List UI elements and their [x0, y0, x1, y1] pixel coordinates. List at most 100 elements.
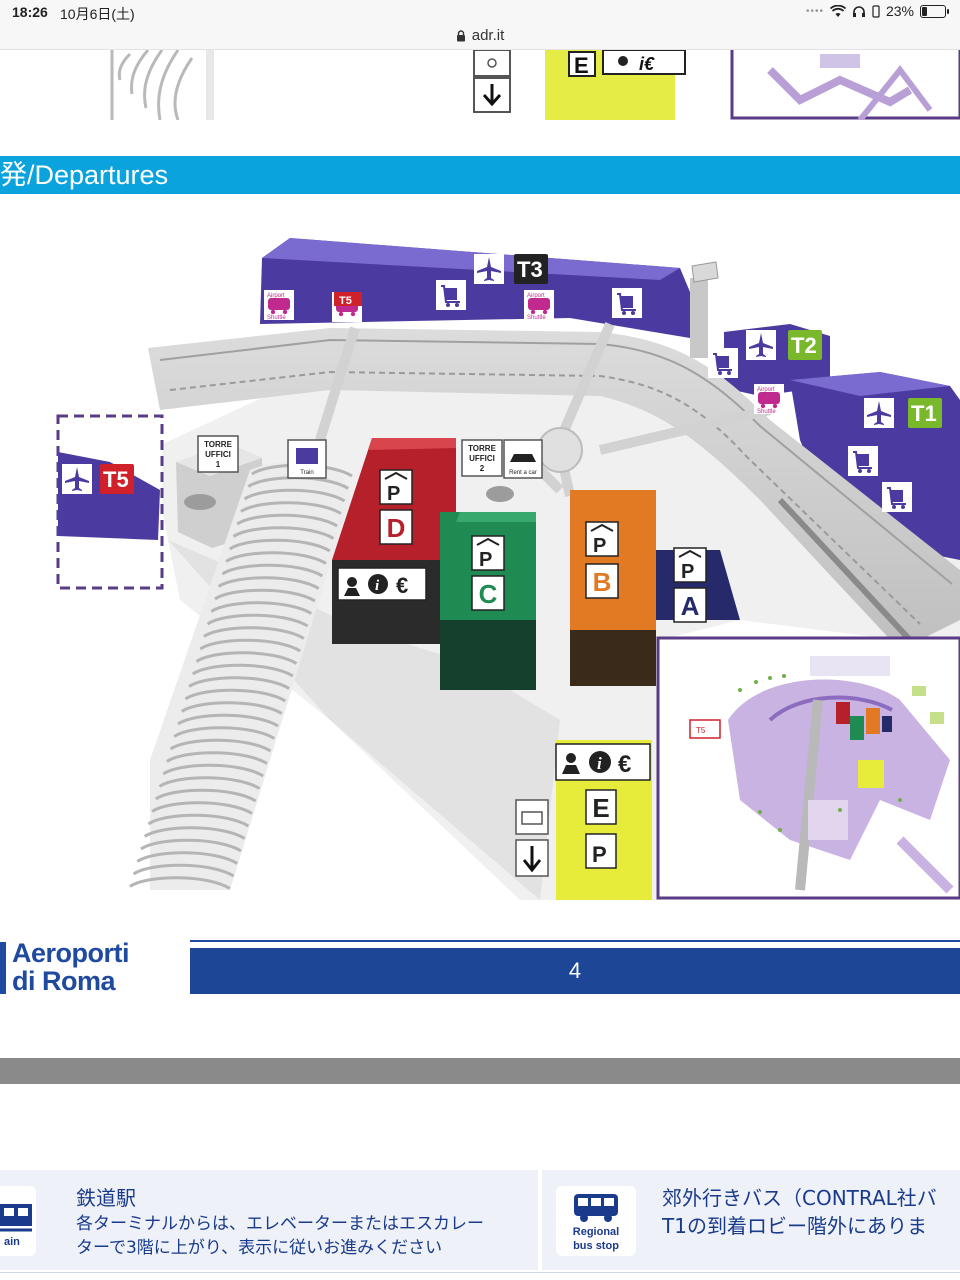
t5-shuttle-label: T5 [339, 295, 352, 307]
parking-b-p-symbol: P [593, 535, 606, 557]
torre-1-line1: TORRE [204, 440, 233, 449]
tube-rib [129, 876, 231, 890]
t3-baggage-icon-2 [612, 288, 642, 318]
shuttle-1-caption-line1: Airport [267, 293, 285, 299]
tube-rib [243, 488, 346, 503]
brand-line1: Aeroporti [12, 938, 130, 968]
t1-baggage-icon [848, 446, 878, 476]
bus-icon-graphic [574, 1194, 618, 1222]
t1-baggage-icon-2 [882, 482, 912, 512]
tube-rib [143, 826, 246, 840]
torre-2-line3: 2 [480, 464, 485, 473]
tube-rib [184, 688, 287, 703]
t5-inset [56, 414, 164, 590]
tube-rib [195, 651, 298, 665]
tube-rib [214, 588, 316, 603]
page-number-bar: 4 [190, 948, 960, 994]
tube-rib [154, 788, 257, 803]
train-station-icon: ain [0, 1186, 36, 1256]
terminal-t3-building [260, 238, 719, 358]
shuttle-1-caption-line2: Shuttle [267, 315, 286, 321]
tube-rib [240, 501, 342, 515]
tube-rib [228, 538, 331, 553]
tube-rib [151, 801, 253, 815]
airport-overview-inset: T5 [656, 636, 960, 900]
parking-b-letter: B [593, 567, 612, 597]
t1-label: T1 [911, 401, 937, 426]
status-date: 10月6日(土) [60, 6, 135, 22]
torre-2-line1: TORRE [468, 444, 497, 453]
previous-page-strip: E i€ [0, 50, 960, 120]
logo-bar [0, 942, 6, 994]
train-station-card[interactable]: ain 鉄道駅 各ターミナルからは、エレベーターまたはエスカレー ターで3階に上… [0, 1170, 538, 1270]
svg-text:E: E [574, 53, 589, 78]
t5-airplane-icon [62, 464, 92, 494]
brand-line2: di Roma [12, 966, 116, 996]
status-time: 18:26 [12, 4, 48, 20]
torre-1-line3: 1 [216, 460, 221, 469]
t2-baggage-icon [708, 348, 738, 378]
parking-d-sign: PD [379, 469, 413, 545]
tube-rib [225, 551, 327, 565]
url-bar[interactable]: adr.it [0, 26, 960, 50]
bus-icon-label-line1: Regional [572, 1226, 620, 1238]
train-card-line1: 各ターミナルからは、エレベーターまたはエスカレー [76, 1214, 484, 1234]
parking-d-p-symbol: P [387, 483, 400, 505]
euro-symbol-e: € [618, 751, 631, 778]
tube-rib [217, 576, 320, 590]
aeroporti-di-roma-logo: Aeroporti di Roma [0, 938, 200, 1000]
t3-baggage-icon [436, 280, 466, 310]
info-symbol-e: i [597, 754, 602, 773]
regional-bus-card[interactable]: Regional bus stop 郊外行きバス（CONTRAL社バ T1の到着… [542, 1170, 960, 1270]
previous-page-graphic: E i€ [110, 50, 960, 120]
tube-rib [210, 601, 313, 615]
tube-rib [206, 613, 309, 628]
page-divider [0, 1058, 960, 1084]
page-number: 4 [568, 958, 582, 983]
inset-t5-label: T5 [696, 726, 706, 735]
bus-card-line1: T1の到着ロビー階外にありま [662, 1214, 927, 1238]
parking-a-sign: PA [673, 547, 707, 623]
train-connector-tube [129, 460, 353, 890]
svg-text:i€: i€ [639, 54, 655, 74]
bottom-edge [0, 1272, 960, 1280]
train-caption: Train [300, 470, 313, 476]
tube-rib [236, 513, 339, 528]
tube-rib [191, 663, 294, 678]
parking-c-sign: PC [471, 535, 505, 611]
parking-e-sign: EP [585, 789, 617, 869]
tube-rib [158, 776, 261, 790]
url-text: adr.it [471, 27, 505, 44]
tube-rib [177, 713, 279, 728]
tube-rib [169, 738, 272, 753]
elevator-icon [515, 799, 549, 835]
parking-e-letter: E [592, 793, 609, 823]
rent-car-caption: Rent a car [509, 470, 537, 476]
t3-label: T3 [517, 257, 543, 282]
t2-label: T2 [791, 333, 817, 358]
departures-title: 発/Departures [0, 160, 169, 190]
t3-airplane-icon [474, 254, 504, 284]
terminal-map-illustration: T5 [56, 238, 960, 900]
parking-e-p-symbol: P [592, 842, 607, 867]
lock-icon [456, 29, 465, 41]
tube-rib [180, 701, 283, 715]
train-card-line2: ターで3階に上がり、表示に従いお進みください [76, 1238, 443, 1258]
wifi-icon [829, 4, 846, 17]
signal-dots-icon: •••• [805, 5, 824, 17]
parking-a-p-symbol: P [681, 561, 694, 583]
tube-rib [221, 563, 324, 578]
battery-fill [922, 6, 927, 16]
train-icon-label: ain [4, 1236, 20, 1248]
shuttle-2-caption-line2: Shuttle [527, 315, 546, 321]
tube-rib [166, 751, 268, 765]
parking-c-p-symbol: P [479, 549, 492, 571]
torre-1-line2: UFFICI [205, 450, 231, 459]
shuttle-3-caption-line2: Shuttle [757, 409, 776, 415]
train-icon-graphic [0, 1204, 32, 1232]
torre-2-line2: UFFICI [469, 454, 495, 463]
tube-rib [132, 863, 235, 878]
parking-d-letter: D [387, 513, 406, 543]
parking-a-letter: A [681, 591, 700, 621]
t2-airplane-icon [746, 330, 776, 360]
